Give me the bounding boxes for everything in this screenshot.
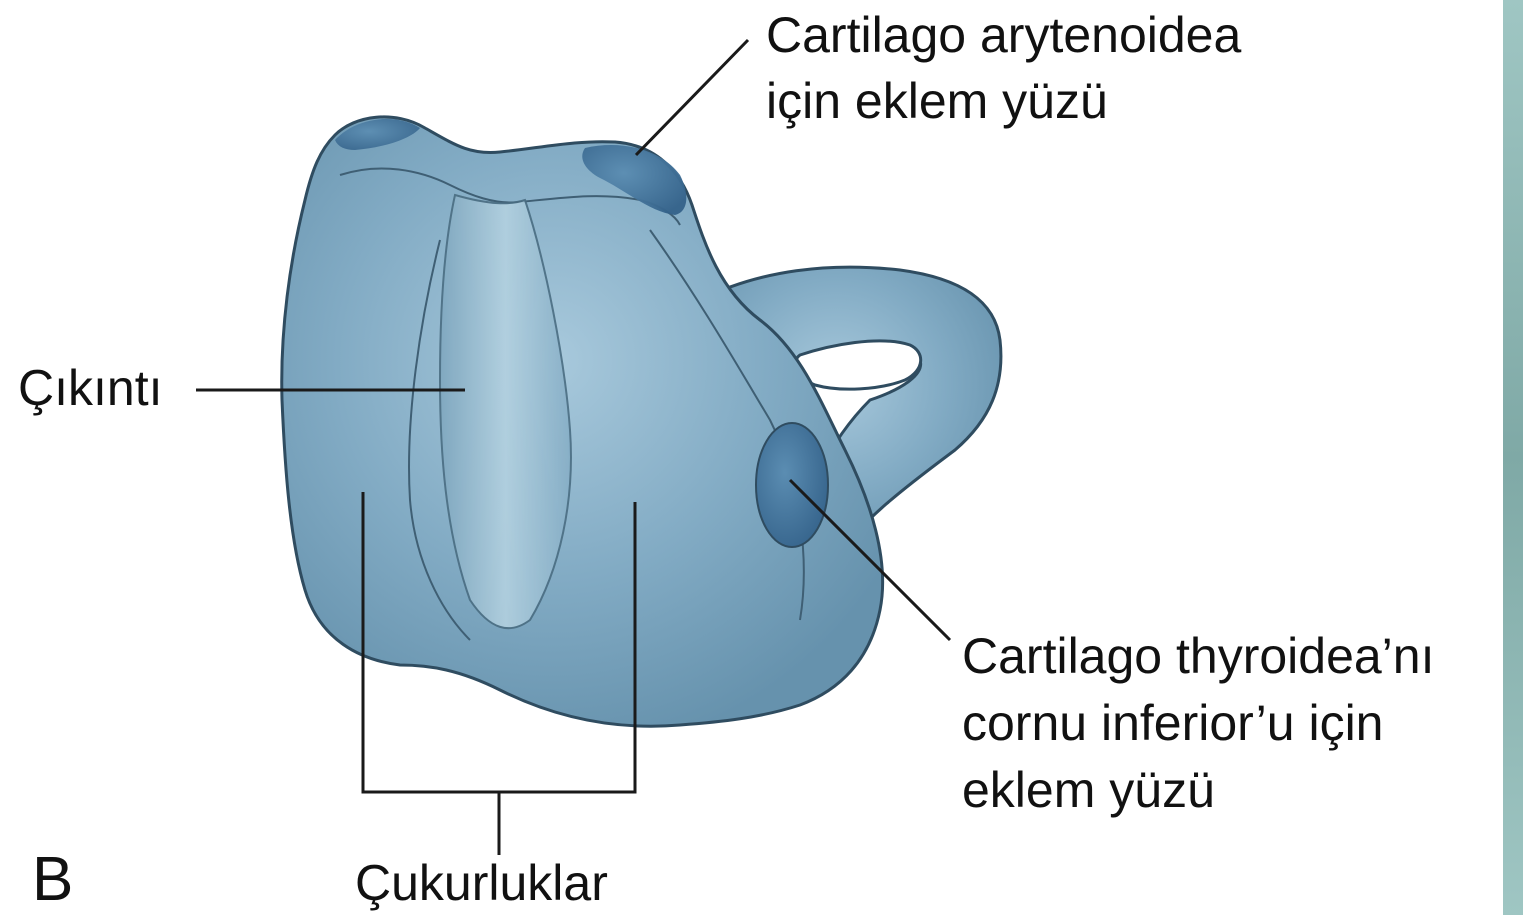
ridge-label: Çıkıntı [18, 360, 162, 416]
thyroid-facet [756, 423, 828, 547]
arytenoid-facet-label-line2: için eklem yüzü [766, 73, 1108, 129]
cricoid-cartilage [282, 117, 1001, 726]
arytenoid-leader [636, 40, 748, 155]
arytenoid-facet-label-line1: Cartilago arytenoidea [766, 7, 1241, 63]
thyroid-facet-label-line1: Cartilago thyroidea’nı [962, 628, 1435, 684]
panel-letter: B [32, 845, 73, 914]
side-border [1503, 0, 1523, 915]
cartilage-body [282, 117, 883, 726]
thyroid-facet-label-line2: cornu inferior’u için [962, 695, 1383, 751]
thyroid-facet-label-line3: eklem yüzü [962, 762, 1215, 818]
depressions-label: Çukurluklar [355, 855, 608, 911]
